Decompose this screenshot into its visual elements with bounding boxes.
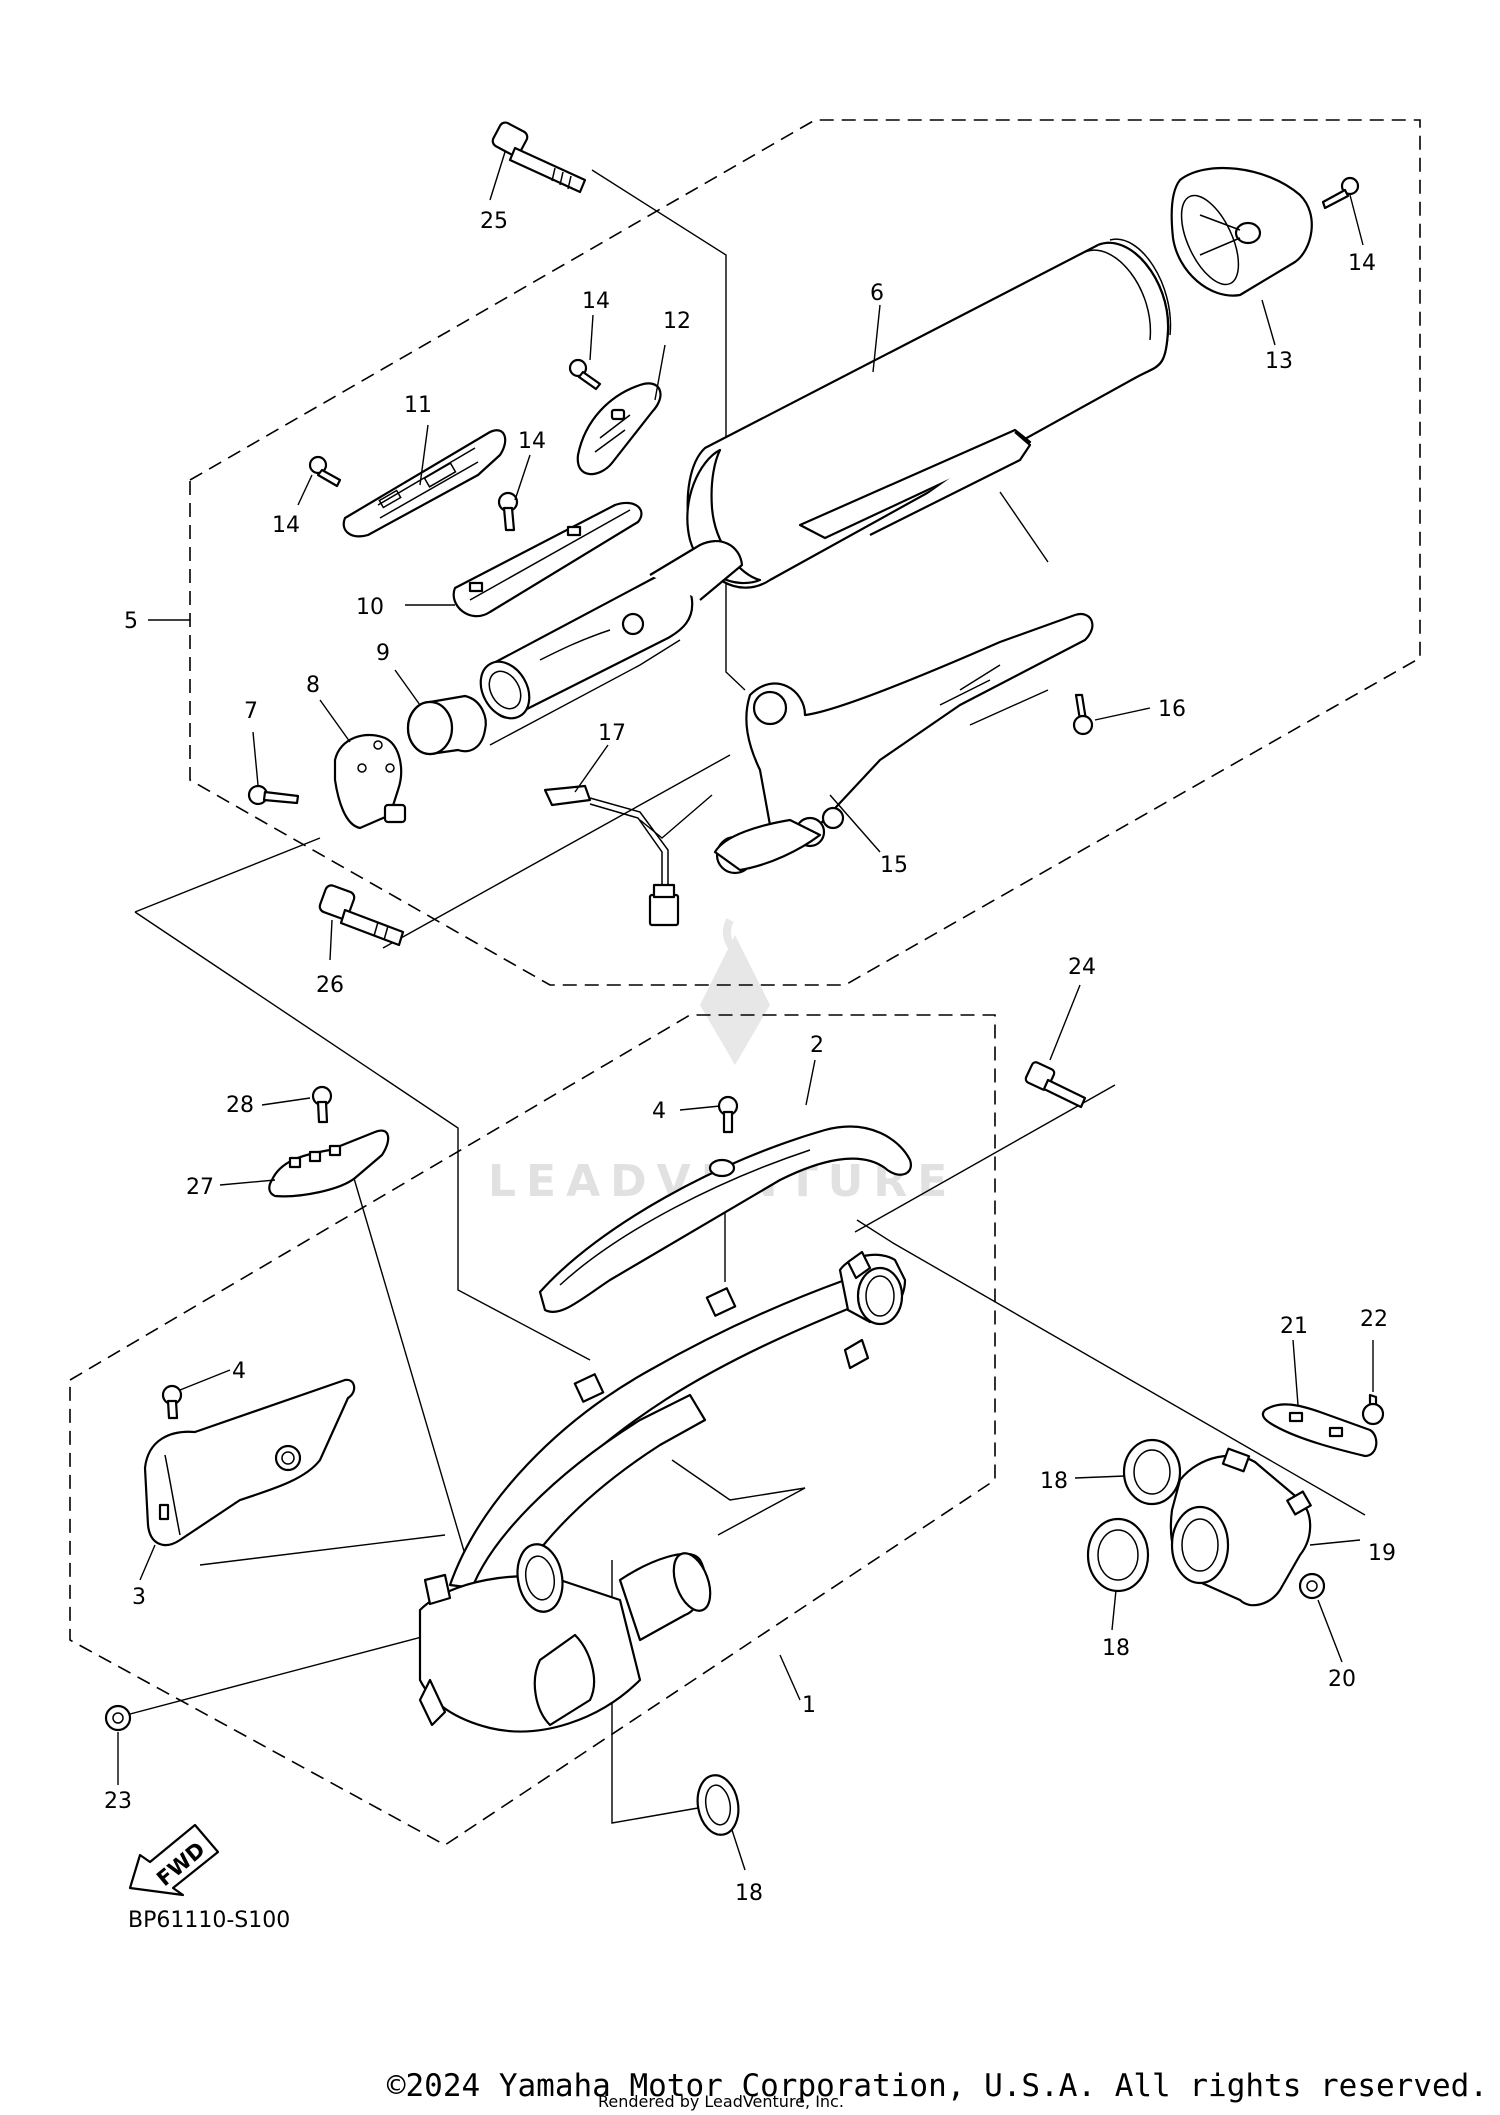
diagram-code: BP61110-S100 [128, 1908, 290, 1933]
callout-4-protector-3: 4 [232, 1359, 246, 1384]
callout-2: 2 [810, 1033, 824, 1058]
callout-13: 13 [1265, 349, 1293, 374]
callout-28: 28 [226, 1093, 254, 1118]
muffler-assembly-outline [189, 119, 1421, 986]
callout-7: 7 [244, 699, 258, 724]
end-cap-13 [1170, 166, 1313, 297]
callout-14-protector-10: 14 [518, 429, 546, 454]
gasket-9 [406, 694, 487, 756]
bolt-26 [318, 884, 405, 947]
gasket-18-lower [696, 1774, 740, 1836]
screw-28 [311, 1085, 333, 1124]
callout-14-protector-11: 14 [272, 513, 300, 538]
heat-protector-11 [342, 429, 507, 538]
bolt-24 [1024, 1061, 1087, 1109]
bolt-25 [491, 121, 587, 194]
callout-6: 6 [870, 281, 884, 306]
callout-1: 1 [802, 1693, 816, 1718]
callout-8: 8 [306, 673, 320, 698]
callout-labels: 5 6 13 14 14 12 11 14 14 10 9 8 7 17 15 … [104, 209, 1396, 1906]
callout-4-protector-2: 4 [652, 1099, 666, 1124]
heat-protector-10 [452, 501, 643, 618]
callout-14-guard-12: 14 [582, 289, 610, 314]
screw-14-protector-10 [497, 491, 519, 532]
nut-23 [104, 1704, 132, 1732]
clamp-8 [333, 733, 407, 830]
copyright-notice: ©2024 Yamaha Motor Corporation, U.S.A. A… [386, 2068, 1488, 2104]
callout-26: 26 [316, 973, 344, 998]
screw-14-guard-12 [568, 358, 602, 391]
gasket-18-middle [1086, 1517, 1150, 1593]
heat-guard-27 [268, 1129, 390, 1198]
callout-11: 11 [404, 393, 432, 418]
callout-18-lower: 18 [735, 1881, 763, 1906]
gasket-18-upper [1122, 1438, 1182, 1506]
callout-18-upper: 18 [1040, 1469, 1068, 1494]
callout-3: 3 [132, 1585, 146, 1610]
callout-18-middle: 18 [1102, 1636, 1130, 1661]
exhaust-pipe-assembly-outline [69, 1014, 996, 1846]
bolt-16 [1072, 693, 1094, 736]
nut-20 [1298, 1572, 1326, 1600]
callout-23: 23 [104, 1789, 132, 1814]
callout-22: 22 [1360, 1307, 1388, 1332]
callout-27: 27 [186, 1175, 214, 1200]
screw-14-protector-11 [308, 455, 342, 488]
o2-sensor-17 [543, 784, 680, 927]
callout-15: 15 [880, 853, 908, 878]
callout-16: 16 [1158, 697, 1186, 722]
callout-10: 10 [356, 595, 384, 620]
callout-17: 17 [598, 721, 626, 746]
heat-guard-12 [576, 382, 662, 476]
bracket-15 [713, 612, 1094, 875]
callout-9: 9 [376, 641, 390, 666]
screw-4-protector-2 [717, 1095, 739, 1134]
callout-21: 21 [1280, 1314, 1308, 1339]
heat-protector-2 [538, 1125, 912, 1313]
callout-14-end-cap: 14 [1348, 251, 1376, 276]
exhaust-pipe-1 [418, 1250, 907, 1733]
fwd-arrow-icon: FWD [128, 1823, 220, 1897]
heat-protector-3 [143, 1378, 356, 1547]
connector-pipe [479, 540, 744, 720]
callout-25: 25 [480, 209, 508, 234]
muffler-6 [686, 238, 1172, 589]
callout-12: 12 [663, 309, 691, 334]
rendered-by-notice: Rendered by LeadVenture, Inc. [598, 2092, 844, 2111]
screw-14-end-cap [1321, 176, 1360, 210]
callout-19: 19 [1368, 1541, 1396, 1566]
exhaust-joint-19 [1169, 1447, 1312, 1607]
callout-leaders [117, 151, 1374, 1871]
screw-4-protector-3 [161, 1384, 183, 1420]
guard-21 [1261, 1403, 1378, 1458]
callout-5: 5 [124, 609, 138, 634]
bolt-22 [1361, 1393, 1385, 1426]
callout-24: 24 [1068, 955, 1096, 980]
bolt-7 [247, 784, 300, 806]
callout-20: 20 [1328, 1667, 1356, 1692]
